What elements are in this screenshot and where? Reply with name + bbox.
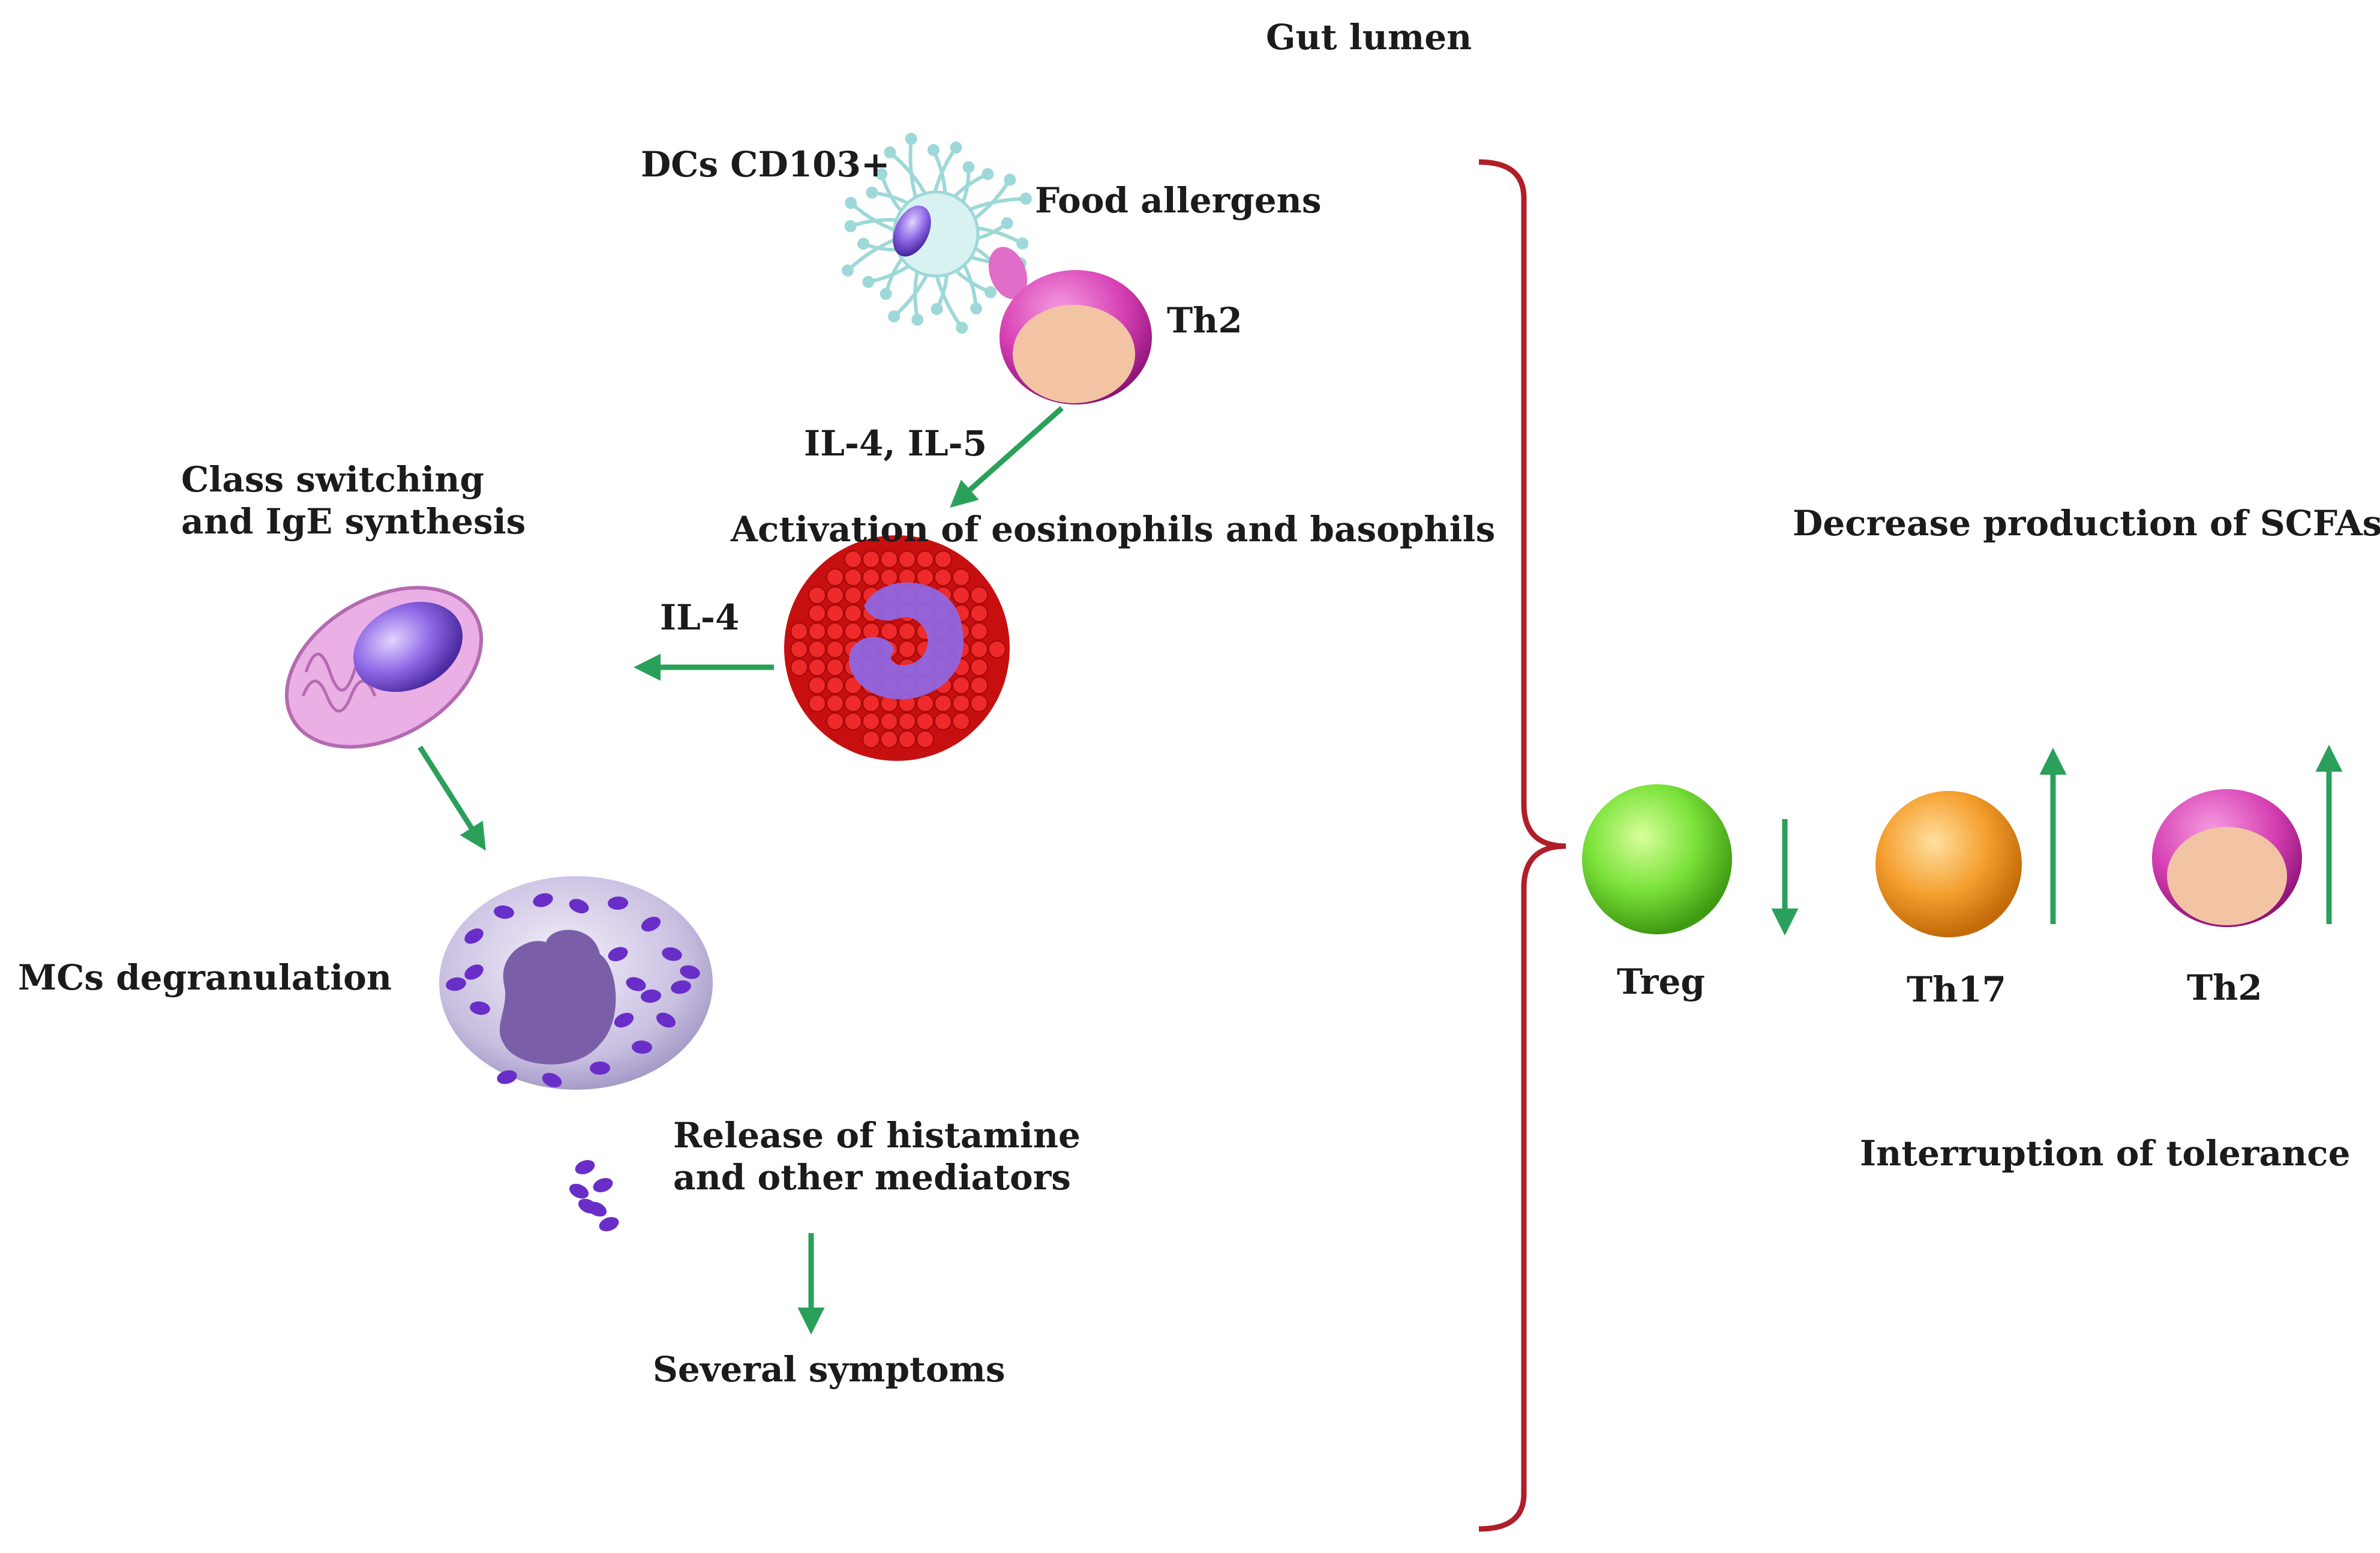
th2-cell-top (1000, 270, 1152, 404)
bracket (1478, 159, 1566, 1532)
dcs-label: DCs CD103+ (641, 144, 890, 185)
allergen-particle (988, 247, 1028, 299)
pathway-arrows (418, 406, 1064, 1335)
mcs-degranulation-label: MCs degranulation (18, 957, 392, 998)
treg-cell (1582, 784, 1732, 934)
class-switching-label: Class switching and IgE synthesis (181, 459, 526, 542)
food-allergens-label: Food allergens (1035, 180, 1322, 221)
th17-label: Th17 (1907, 969, 2007, 1010)
arrow-plasma-to-mast (418, 745, 486, 851)
arrow-th2-to-eosinophil (950, 406, 1064, 508)
trend-arrows (1771, 745, 2343, 936)
th2-right-label: Th2 (2187, 967, 2262, 1008)
release-label: Release of histamine and other mediators (673, 1115, 1081, 1198)
tolerance-label: Interruption of tolerance (1860, 1133, 2351, 1174)
il4-label: IL-4 (660, 597, 740, 638)
treg-label: Treg (1617, 961, 1705, 1002)
mast-cell (439, 876, 713, 1090)
dendritic-cell (842, 133, 1032, 334)
plasma-cell (284, 586, 484, 749)
gut-lumen-label: Gut lumen (1266, 17, 1472, 58)
scfa-label: Decrease production of SCFAs (1793, 503, 2380, 544)
activation-label: Activation of eosinophils and basophils (731, 509, 1496, 550)
th17-cell (1875, 791, 2022, 937)
th2-cell-right (2152, 789, 2302, 927)
symptoms-label: Several symptoms (653, 1349, 1006, 1390)
released-mediators (569, 1160, 619, 1231)
eosinophil-cell (784, 535, 1010, 761)
th2-top-label: Th2 (1167, 300, 1242, 341)
il4-il5-label: IL-4, IL-5 (804, 423, 988, 464)
